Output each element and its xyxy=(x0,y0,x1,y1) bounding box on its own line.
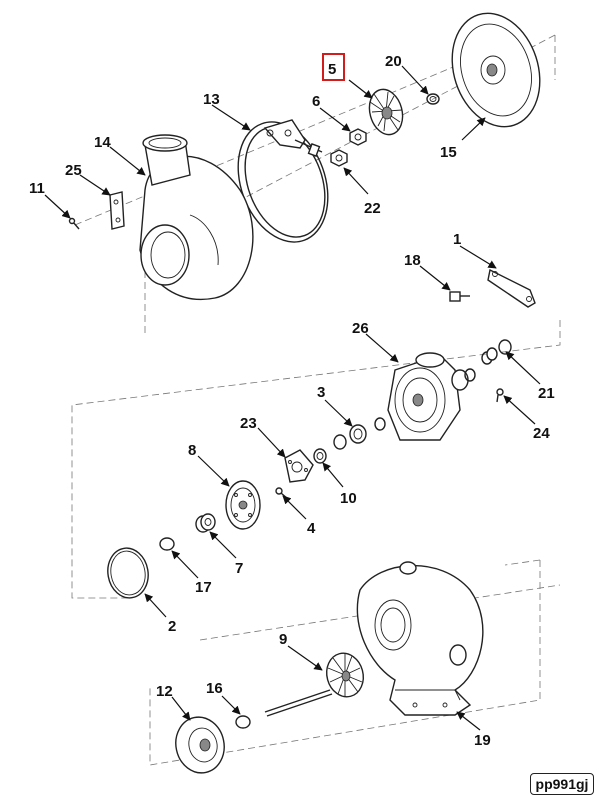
part-26-bearing-housing[interactable] xyxy=(387,352,469,441)
part-11-screw[interactable] xyxy=(68,217,80,230)
label-part-10[interactable]: 10 xyxy=(340,490,357,507)
label-part-5[interactable]: 5 xyxy=(328,61,336,78)
label-part-3[interactable]: 3 xyxy=(317,384,325,401)
part-3-journal-bearings[interactable] xyxy=(333,417,386,450)
label-part-26[interactable]: 26 xyxy=(352,320,369,337)
part-labels: 5 20 13 6 14 15 25 11 22 1 18 26 3 21 23… xyxy=(29,53,555,749)
part-4-screw[interactable] xyxy=(275,487,289,500)
label-part-23[interactable]: 23 xyxy=(240,415,257,432)
label-part-24[interactable]: 24 xyxy=(533,425,550,442)
part-18-bolt[interactable] xyxy=(449,291,470,302)
label-part-21[interactable]: 21 xyxy=(538,385,555,402)
label-part-6[interactable]: 6 xyxy=(312,93,320,110)
label-part-17[interactable]: 17 xyxy=(195,579,212,596)
part-12-heat-shield[interactable] xyxy=(171,713,230,778)
part-24-screw[interactable] xyxy=(496,388,504,403)
label-part-9[interactable]: 9 xyxy=(279,631,287,648)
part-20-seal-ring[interactable] xyxy=(426,93,440,105)
label-part-2[interactable]: 2 xyxy=(168,618,176,635)
part-15-backplate[interactable] xyxy=(438,2,554,138)
label-part-13[interactable]: 13 xyxy=(203,91,220,108)
label-part-25[interactable]: 25 xyxy=(65,162,82,179)
part-9-shaft-and-turbine-wheel[interactable] xyxy=(264,649,368,717)
leader-lines xyxy=(44,65,541,731)
label-part-12[interactable]: 12 xyxy=(156,683,173,700)
part-10-thrust-sleeve[interactable] xyxy=(313,448,327,464)
label-part-14[interactable]: 14 xyxy=(94,134,111,151)
part-19-turbine-housing[interactable] xyxy=(356,561,484,716)
highlight-box-part-5 xyxy=(322,53,345,81)
label-part-20[interactable]: 20 xyxy=(385,53,402,70)
label-part-19[interactable]: 19 xyxy=(474,732,491,749)
part-17-piston-ring[interactable] xyxy=(159,537,175,551)
figure-reference-code: pp991gj xyxy=(530,773,594,795)
part-1-lock-plate[interactable] xyxy=(487,268,536,308)
label-part-8[interactable]: 8 xyxy=(188,442,196,459)
part-6-nut[interactable] xyxy=(349,128,367,146)
label-part-1[interactable]: 1 xyxy=(453,231,461,248)
part-23-thrust-bearing[interactable] xyxy=(284,449,314,483)
label-part-18[interactable]: 18 xyxy=(404,252,421,269)
part-7-thrust-collar[interactable] xyxy=(195,513,216,533)
part-25-gasket[interactable] xyxy=(109,191,125,230)
label-part-16[interactable]: 16 xyxy=(206,680,223,697)
label-part-7[interactable]: 7 xyxy=(235,560,243,577)
part-8-bearing-insert[interactable] xyxy=(225,480,261,530)
part-21-retaining-rings[interactable] xyxy=(464,339,512,382)
label-part-4[interactable]: 4 xyxy=(307,520,316,537)
label-part-22[interactable]: 22 xyxy=(364,200,381,217)
part-22-nut[interactable] xyxy=(330,149,348,167)
part-16-piston-ring[interactable] xyxy=(235,715,251,729)
part-13-vband-clamp[interactable] xyxy=(222,109,343,254)
label-part-11[interactable]: 11 xyxy=(29,180,45,197)
label-part-15[interactable]: 15 xyxy=(440,144,457,161)
part-5-compressor-wheel[interactable] xyxy=(365,86,408,139)
part-2-o-ring[interactable] xyxy=(104,545,152,601)
part-14-compressor-housing[interactable] xyxy=(139,134,254,300)
